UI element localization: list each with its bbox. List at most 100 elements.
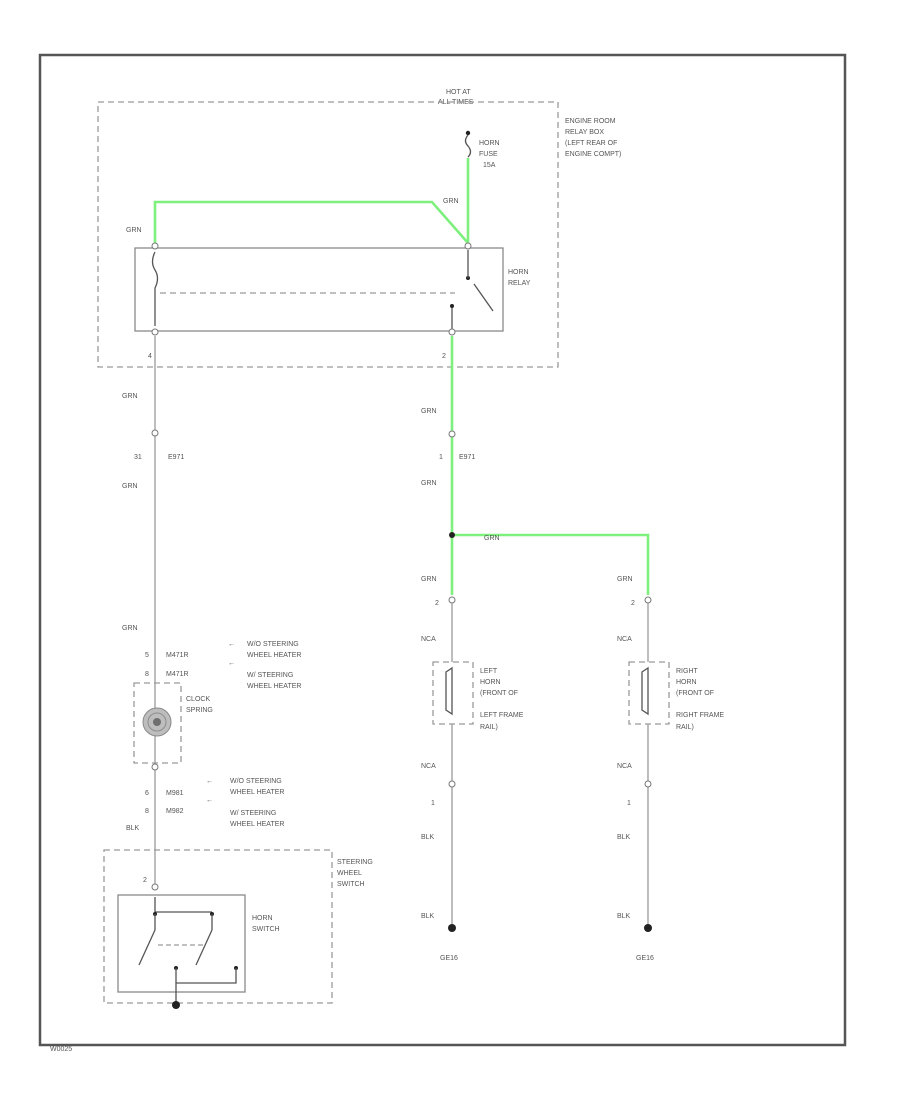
steering-switch-label-1: STEERING bbox=[337, 859, 373, 866]
relay-coil-wire-color: GRN bbox=[126, 227, 142, 234]
horn-switch-box bbox=[117, 894, 246, 993]
relay-pin-top-left bbox=[151, 242, 159, 250]
right-horn-feed-color: GRN bbox=[617, 576, 633, 583]
clock-connector-2-name: M471R bbox=[166, 671, 189, 678]
horn-relay-label-2: RELAY bbox=[508, 280, 531, 287]
left-e971-connector bbox=[151, 429, 159, 437]
steering-wheel-switch-box bbox=[103, 849, 333, 1004]
left-horn-label-3: (FRONT OF bbox=[480, 690, 518, 697]
switch-note-arrow-2: ← bbox=[206, 797, 213, 804]
horn-fuse-label-2: FUSE bbox=[479, 151, 498, 158]
right-horn-bottom-pin: 1 bbox=[627, 800, 631, 807]
right-horn-top-connector bbox=[644, 596, 652, 604]
left-horn-top-connector bbox=[448, 596, 456, 604]
horn-switch-label-2: SWITCH bbox=[252, 926, 280, 933]
left-horn-symbol bbox=[445, 666, 453, 716]
left-horn-bottom-pin: 1 bbox=[431, 800, 435, 807]
left-e971-pin: 31 bbox=[134, 454, 142, 461]
horn-switch-label-1: HORN bbox=[252, 915, 273, 922]
switch-note-1: W/O STEERING bbox=[230, 778, 282, 785]
relay-coil-symbol bbox=[151, 251, 159, 326]
right-horn-symbol bbox=[641, 666, 649, 716]
right-horn-label-3: (FRONT OF bbox=[676, 690, 714, 697]
diagram-frame bbox=[38, 53, 847, 1047]
switch-wire-color: BLK bbox=[126, 825, 140, 832]
right-horn-blk-2: BLK bbox=[617, 913, 631, 920]
clock-connector-1-pin: 5 bbox=[145, 652, 149, 659]
clock-note-2: WHEEL HEATER bbox=[247, 652, 301, 659]
clock-spring-label-2: SPRING bbox=[186, 707, 213, 714]
relay-pin-label-left: 4 bbox=[148, 353, 152, 360]
left-horn-bottom-connector bbox=[448, 780, 456, 788]
relay-pin-top-right bbox=[464, 242, 472, 250]
clock-spring-label-1: CLOCK bbox=[186, 696, 210, 703]
right-horn-label-4: RIGHT FRAME bbox=[676, 712, 724, 719]
left-horn-top-pin: 2 bbox=[435, 600, 439, 607]
steering-switch-pin: 2 bbox=[143, 877, 147, 884]
right-horn-label-1: RIGHT bbox=[676, 668, 699, 675]
relay-box-label-2: RELAY BOX bbox=[565, 129, 604, 136]
switch-connector-1-pin: 6 bbox=[145, 790, 149, 797]
fuse-top-terminal bbox=[465, 130, 471, 136]
horn-fuse-label-3: 15A bbox=[483, 162, 496, 169]
relay-feed-wire-color: GRN bbox=[443, 198, 459, 205]
relay-pin-label-right: 2 bbox=[442, 353, 446, 360]
left-e971-name: E971 bbox=[168, 454, 184, 461]
clock-note-1: W/O STEERING bbox=[247, 641, 299, 648]
left-horn-label-4: LEFT FRAME bbox=[480, 712, 524, 719]
clock-spring-ring bbox=[147, 712, 167, 732]
relay-switch-arm bbox=[473, 283, 494, 312]
horn-feed-splice bbox=[449, 532, 455, 538]
clock-lower-connector bbox=[151, 763, 159, 771]
left-horn-label-2: HORN bbox=[480, 679, 501, 686]
right-horn-nca-bottom: NCA bbox=[617, 763, 632, 770]
horn-fuse-symbol bbox=[464, 134, 472, 158]
left-horn-nca-bottom: NCA bbox=[421, 763, 436, 770]
right-e971-connector bbox=[448, 430, 456, 438]
right-horn-bottom-connector bbox=[644, 780, 652, 788]
horn-switch-ground-bus bbox=[175, 968, 237, 984]
steering-switch-connector bbox=[151, 883, 159, 891]
horn-feed-color-2: GRN bbox=[421, 480, 437, 487]
left-horn-nca-top: NCA bbox=[421, 636, 436, 643]
left-wire-color-3: GRN bbox=[122, 625, 138, 632]
left-wire-color-1: GRN bbox=[122, 393, 138, 400]
clock-spring-box bbox=[133, 682, 182, 764]
relay-pin-bottom-right bbox=[448, 328, 456, 336]
clock-note-arrow-1: ← bbox=[228, 641, 235, 648]
switch-connector-1-name: M981 bbox=[166, 790, 184, 797]
horn-relay-label-1: HORN bbox=[508, 269, 529, 276]
right-horn-blk-1: BLK bbox=[617, 834, 631, 841]
left-horn-blk-1: BLK bbox=[421, 834, 435, 841]
switch-note-3: W/ STEERING bbox=[230, 810, 276, 817]
clock-connector-2-pin: 8 bbox=[145, 671, 149, 678]
left-horn-label-5: RAIL) bbox=[480, 724, 498, 731]
clock-note-4: WHEEL HEATER bbox=[247, 683, 301, 690]
left-horn-blk-2: BLK bbox=[421, 913, 435, 920]
engine-room-relay-box bbox=[97, 101, 559, 368]
left-horn-feed-color: GRN bbox=[421, 576, 437, 583]
left-horn-ground bbox=[448, 924, 456, 932]
horn-fuse-label-1: HORN bbox=[479, 140, 500, 147]
switch-note-2: WHEEL HEATER bbox=[230, 789, 284, 796]
horn-switch-b-arm bbox=[195, 929, 213, 966]
relay-box-label-1: ENGINE ROOM bbox=[565, 118, 616, 125]
right-horn-label-2: HORN bbox=[676, 679, 697, 686]
right-horn-feed-wire bbox=[452, 533, 650, 595]
right-e971-pin: 1 bbox=[439, 454, 443, 461]
right-horn-label-5: RAIL) bbox=[676, 724, 694, 731]
left-horn-label-1: LEFT bbox=[480, 668, 498, 675]
diagram-code: W0025 bbox=[50, 1046, 72, 1053]
right-horn-top-pin: 2 bbox=[631, 600, 635, 607]
switch-connector-2-name: M982 bbox=[166, 808, 184, 815]
relay-switch-lower-dot bbox=[450, 304, 454, 308]
steering-switch-ground bbox=[172, 1001, 180, 1009]
switch-connector-2-pin: 8 bbox=[145, 808, 149, 815]
clock-spring-center bbox=[153, 718, 161, 726]
relay-box-label-4: ENGINE COMPT) bbox=[565, 151, 621, 158]
hot-at-label: HOT AT bbox=[446, 89, 471, 96]
right-horn-ground bbox=[644, 924, 652, 932]
switch-note-arrow-1: ← bbox=[206, 778, 213, 785]
steering-switch-label-2: WHEEL bbox=[337, 870, 362, 877]
